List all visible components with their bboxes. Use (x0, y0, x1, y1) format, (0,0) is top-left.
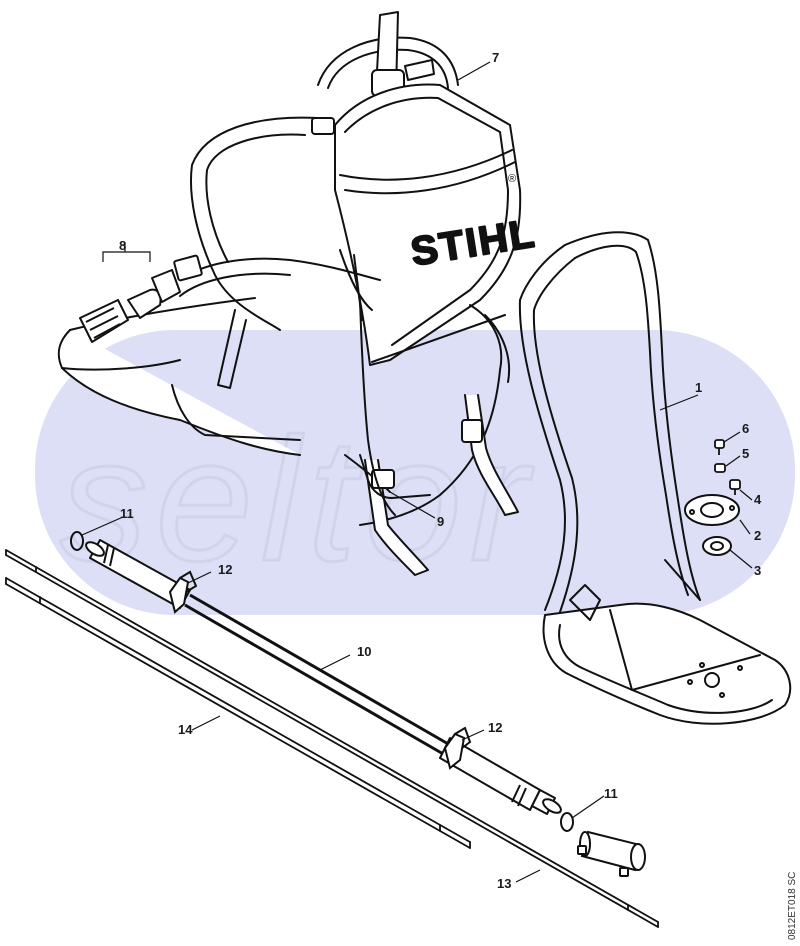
part-14-rod (5, 577, 471, 849)
part-10-shaft-tube (85, 539, 562, 815)
callout-10: 10 (357, 644, 371, 659)
leader-lines (81, 61, 753, 883)
callouts: 1 2 3 4 5 6 7 8 9 10 11 11 12 12 13 14 (119, 50, 762, 891)
watermark-band (35, 330, 795, 615)
part-7-backpack-harness: STIHL ® (57, 11, 540, 576)
part-12-clamp-lower (443, 726, 472, 770)
part-3-bearing (702, 536, 732, 556)
callout-7: 7 (492, 50, 499, 65)
part-1-frame (518, 231, 792, 725)
callout-5: 5 (742, 446, 749, 461)
callout-6: 6 (742, 421, 749, 436)
callout-9: 9 (437, 514, 444, 529)
callout-3: 3 (754, 563, 761, 578)
part-8-buckle (79, 254, 203, 343)
callout-2: 2 (754, 528, 761, 543)
part-13-drive-shaft (5, 549, 659, 928)
callout-1: 1 (695, 380, 702, 395)
part-5-nut (714, 463, 726, 473)
callout-11-lower: 11 (604, 786, 618, 801)
callout-8: 8 (119, 238, 126, 253)
part-11-o-ring-upper (70, 531, 84, 551)
callout-4: 4 (754, 492, 762, 507)
part-11-o-ring-lower (560, 812, 574, 832)
registered-mark: ® (508, 173, 516, 185)
callout-13: 13 (497, 876, 511, 891)
coupling-sleeve (577, 830, 646, 877)
callout-11-upper: 11 (120, 506, 134, 521)
callout-12-upper: 12 (218, 562, 232, 577)
part-6-screw (714, 439, 725, 455)
figure-code: 0812ET018 SC (787, 872, 798, 940)
part-2-flange (684, 494, 740, 526)
part-12-clamp-upper (168, 570, 198, 614)
part-4-screw (729, 479, 741, 495)
callout-14: 14 (178, 722, 193, 737)
callout-12-lower: 12 (488, 720, 502, 735)
